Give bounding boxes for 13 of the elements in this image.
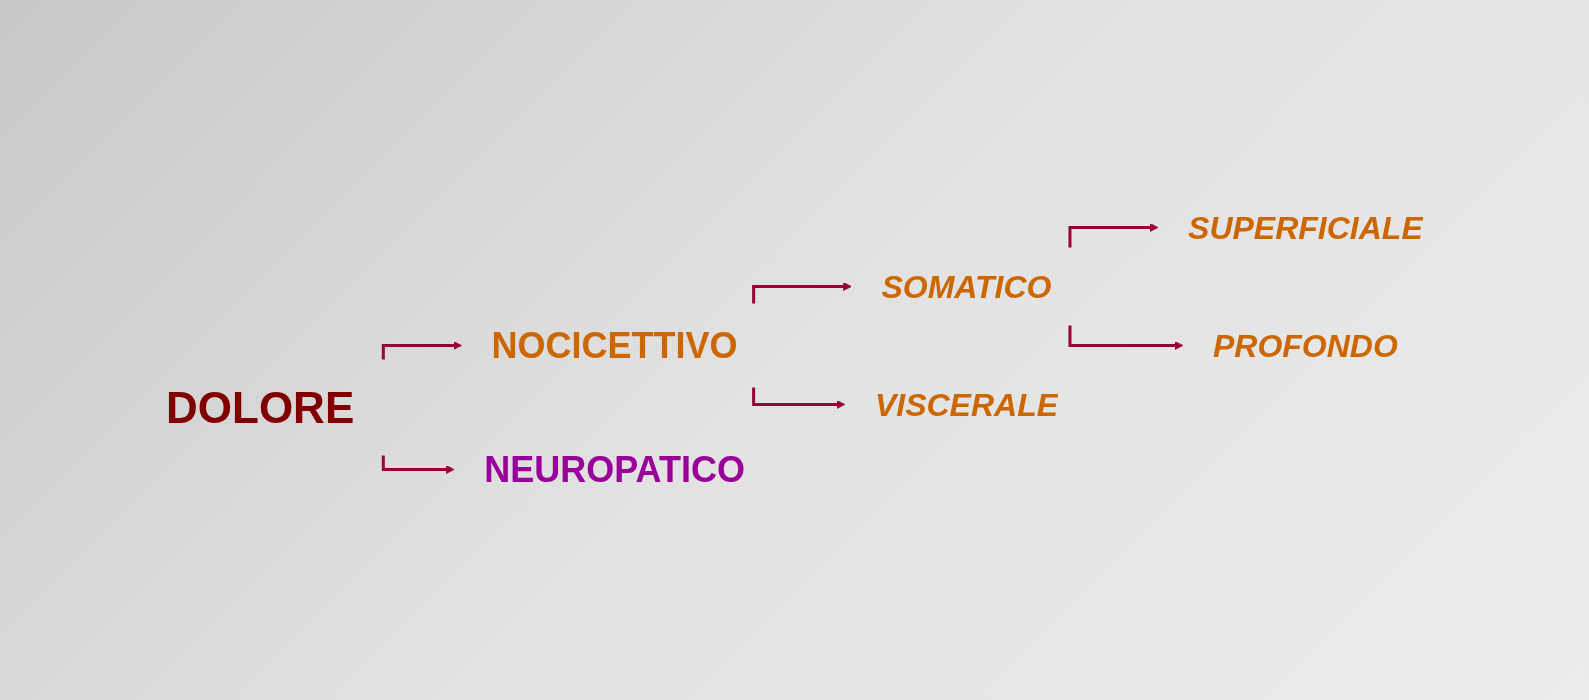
node-text: NOCICETTIVO	[491, 324, 738, 366]
arrow	[1068, 223, 1159, 248]
node-text: PROFONDO	[1213, 327, 1398, 364]
arrow	[752, 387, 846, 409]
arrow	[381, 341, 463, 360]
node-text: SUPERFICIALE	[1188, 209, 1423, 246]
arrow	[381, 455, 455, 474]
node-text: DOLORE	[166, 382, 355, 432]
node-text: NEUROPATICO	[484, 448, 746, 490]
node-text: SOMATICO	[881, 268, 1052, 305]
arrow	[752, 282, 852, 304]
arrow	[1068, 325, 1184, 350]
node-text: VISCERALE	[875, 386, 1059, 423]
